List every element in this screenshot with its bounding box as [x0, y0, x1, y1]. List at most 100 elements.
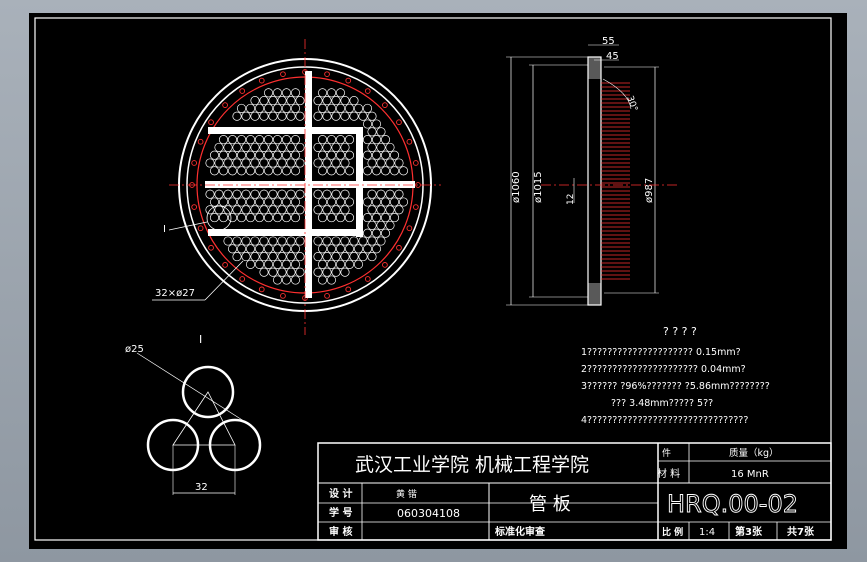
label-design: 设 计	[329, 487, 352, 500]
tube-hole	[250, 236, 260, 246]
tube-hole	[281, 103, 292, 113]
tube-hole	[322, 142, 332, 152]
tube-hole	[227, 135, 238, 145]
tube-hole	[241, 252, 251, 262]
tube-hole	[218, 135, 229, 145]
bolt-hole	[412, 204, 419, 210]
detail-leader	[168, 221, 208, 231]
tube-hole	[344, 103, 355, 113]
tube-holes	[205, 88, 409, 285]
tube-hole	[232, 142, 242, 152]
tube-hole	[272, 275, 283, 285]
tube-hole	[295, 252, 305, 262]
tube-hole	[259, 96, 269, 106]
tube-hole	[277, 189, 287, 199]
tube-hole	[286, 267, 296, 277]
tube-hole	[241, 205, 251, 215]
bolt-hole	[239, 276, 246, 282]
dim-45: 45	[606, 51, 619, 62]
tube-hole	[268, 252, 278, 262]
tube-hole	[290, 150, 301, 160]
tube-hole	[362, 228, 373, 238]
tube-hole	[236, 244, 247, 254]
tube-hole	[268, 96, 278, 106]
tube-hole	[272, 259, 283, 269]
tube-hole	[376, 189, 386, 199]
tube-hole	[398, 166, 409, 176]
tube-hole	[394, 158, 404, 168]
tube-hole	[344, 166, 355, 176]
tube-hole	[227, 197, 238, 207]
tube-hole	[295, 96, 305, 106]
tube-hole	[331, 96, 341, 106]
tube-hole	[295, 189, 305, 199]
label-review: 审 核	[329, 525, 352, 538]
tube-hole	[205, 189, 215, 199]
tube-hole	[367, 220, 377, 230]
tube-hole	[250, 252, 260, 262]
tube-hole	[331, 111, 341, 121]
detail-title: I	[199, 333, 202, 346]
tube-hole	[268, 205, 278, 215]
tube-hole	[367, 158, 377, 168]
tube-hole	[362, 150, 373, 160]
tube-hole	[317, 213, 328, 223]
tube-hole	[245, 244, 256, 254]
tube-hole	[331, 158, 341, 168]
tube-hole	[349, 96, 359, 106]
tube-hole	[358, 236, 368, 246]
tube-hole	[250, 111, 260, 121]
tube-hole	[214, 205, 224, 215]
tube-hole	[353, 259, 364, 269]
angle-label: 30°	[624, 95, 639, 113]
tube-hole	[371, 135, 382, 145]
tube-hole	[331, 205, 341, 215]
tube-hole	[236, 197, 247, 207]
tube-hole	[295, 267, 305, 277]
drawing-sheet[interactable]: I 32×ø27 ø1060 ø1015 ø987 55 45	[29, 13, 847, 549]
tube-hole	[263, 213, 274, 223]
tube-hole	[313, 205, 323, 215]
tube-hole	[254, 197, 265, 207]
tube-hole	[362, 244, 373, 254]
tube-hole	[358, 111, 368, 121]
bolt-hole	[345, 286, 352, 293]
tube-hole	[367, 252, 377, 262]
tube-hole	[362, 166, 373, 176]
note-line-2: 2?????????????????????? 0.04mm?	[581, 364, 746, 375]
bolt-hole	[324, 71, 330, 78]
tube-hole	[209, 150, 220, 160]
tube-hole	[241, 189, 251, 199]
tube-hole	[281, 275, 292, 285]
bolt-hole	[364, 276, 371, 282]
tube-hole	[290, 259, 301, 269]
tube-hole	[227, 150, 238, 160]
tube-hole	[335, 150, 346, 160]
tube-hole	[290, 103, 301, 113]
tube-hole	[286, 252, 296, 262]
tube-hole	[385, 142, 395, 152]
hole-leader	[204, 260, 244, 301]
tube-hole	[326, 259, 337, 269]
tube-hole	[371, 150, 382, 160]
tube-hole	[331, 236, 341, 246]
bolt-hole	[396, 119, 402, 126]
tubesheet-body	[587, 56, 602, 306]
tube-hole	[286, 142, 296, 152]
drawing-canvas[interactable]: I 32×ø27 ø1060 ø1015 ø987 55 45	[29, 13, 847, 549]
tube-hole	[259, 252, 269, 262]
tube-hole	[376, 220, 386, 230]
tube-hole	[340, 142, 350, 152]
tube-hole	[227, 213, 238, 223]
tube-hole	[259, 267, 269, 277]
tube-hole	[218, 166, 229, 176]
tube-hole	[358, 252, 368, 262]
tube-hole	[317, 103, 328, 113]
tube-hole	[277, 142, 287, 152]
bolt-hole	[406, 225, 413, 232]
tube-hole	[250, 96, 260, 106]
tube-hole	[268, 236, 278, 246]
tube-hole	[205, 158, 215, 168]
tube-hole	[326, 150, 337, 160]
tube-hole	[313, 96, 323, 106]
